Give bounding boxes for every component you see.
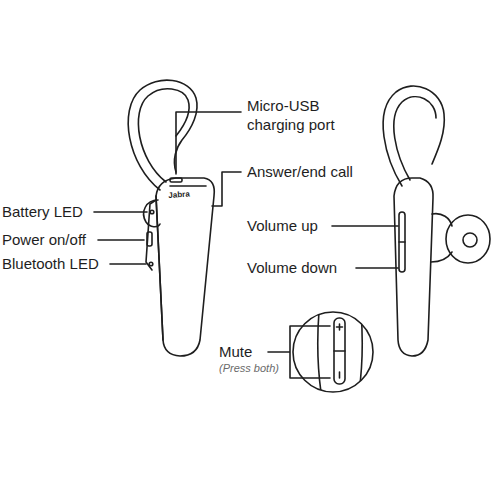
headset-body [394,178,433,356]
leader-line [110,263,146,265]
charging-port [170,178,182,182]
leader-line [98,239,144,241]
earbud [446,215,490,263]
button-divider [399,241,405,243]
body-side-panel [146,200,156,270]
earbud-tip [463,233,477,247]
part-label: Mute [219,342,252,361]
leader-line [212,172,241,206]
leader-line [332,225,398,227]
zoom-body [364,320,375,350]
zoom-volume-buttons [334,318,345,384]
part-label: Volume down [247,258,337,277]
plus-mark [337,324,343,330]
leader-line [176,112,241,174]
part-label: Battery LED [2,202,83,221]
part-label: Answer/end call [247,162,353,181]
bluetooth-led [149,262,153,266]
leader-line [94,211,147,213]
part-label: Power on/off [2,230,86,249]
part-label: Volume up [247,216,318,235]
zoom-divider [334,350,345,352]
minus-mark [339,372,341,378]
zoom-body [318,300,324,410]
earbud-stem [432,214,452,226]
part-label: Micro-USB charging port [247,96,357,134]
headset-body [156,178,214,356]
ear-hook [383,86,444,186]
body-front-edge [170,185,206,187]
body-side [156,196,163,340]
ear-hook-inner [394,97,436,180]
ear-hook-inner [138,89,189,182]
leader-line [356,267,398,269]
battery-led [150,210,154,214]
note-label: (Press both) [219,361,279,375]
earbud-stem [431,252,452,262]
part-label: Bluetooth LED [2,254,99,273]
brand-logo: Jabra [168,189,190,201]
ear-hook [128,80,197,190]
volume-buttons [399,212,405,272]
zoom-body [356,300,362,410]
